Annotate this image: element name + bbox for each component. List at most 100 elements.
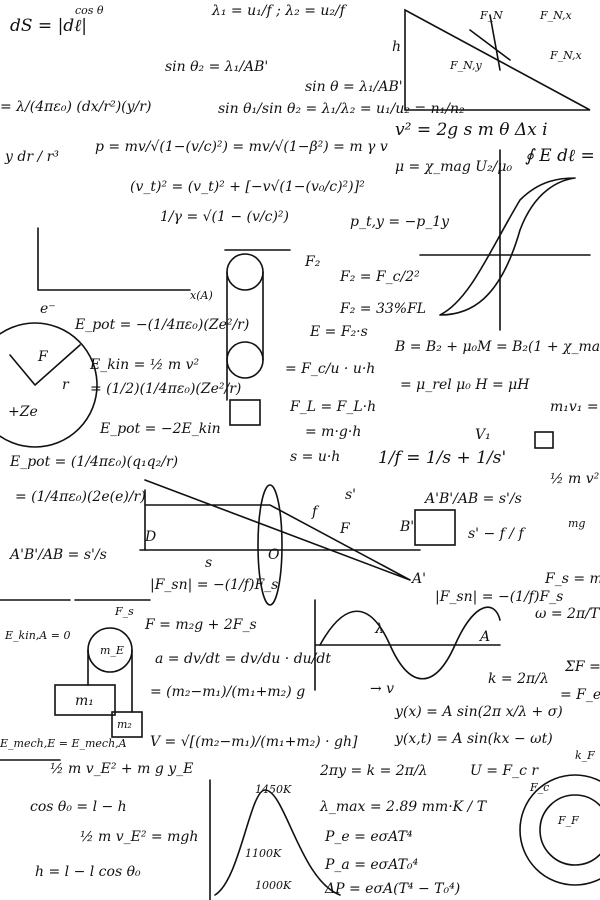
formula: s = u·h (290, 449, 341, 465)
formula: F₂ (305, 254, 321, 270)
formula: |F_sn| = −(1/f)F_s (435, 589, 564, 605)
formula: k = 2π/λ (488, 671, 549, 687)
formula: +Ze (8, 404, 38, 420)
formula: dS = |dℓ| (10, 16, 87, 36)
formula: = (1/4πε₀)(2e(e)/r) (15, 489, 146, 505)
formula: = (1/2)(1/4πε₀)(Ze²/r) (90, 381, 242, 397)
formula: V₁ (475, 427, 491, 443)
formula: s' − f / f (468, 526, 524, 542)
formula: |F_sn| = −(1/f)F_s (150, 577, 279, 593)
formula: E_mech,E = E_mech,A (0, 737, 127, 750)
formula: e⁻ (40, 301, 56, 317)
blackbody-curve (214, 789, 341, 896)
formula: F_N,x (550, 49, 582, 62)
formula: f (312, 504, 318, 520)
formula: x(A) (190, 289, 213, 302)
mass-m1 (54, 684, 116, 716)
formula: k_F (575, 749, 595, 762)
formula: ΔP = eσA(T⁴ − T₀⁴) (325, 881, 461, 897)
formula: = F_c/u · u·h (285, 361, 376, 377)
formula: ∮ E dℓ = ... (525, 146, 600, 166)
formula: U = F_c r (470, 763, 539, 779)
pulley-bottom (226, 341, 264, 379)
pulley-top (226, 253, 264, 291)
formula: E_pot = −2E_kin (100, 421, 221, 437)
formula: F_F (558, 814, 579, 827)
formula: O (268, 547, 280, 563)
formula: A'B'/AB = s'/s (10, 547, 107, 563)
formula: F_N,y (450, 59, 482, 72)
formula: → v (370, 681, 395, 697)
formula: E_pot = (1/4πε₀)(q₁q₂/r) (10, 454, 179, 470)
formula: F_N (480, 9, 503, 22)
formula: A' (412, 571, 426, 587)
formula: p = mv/√(1−(v/c)²) = mv/√(1−β²) = m γ v (95, 139, 388, 155)
formula: 1100K (245, 847, 282, 860)
block-m1 (414, 509, 456, 546)
formula: sin θ₁/sin θ₂ = λ₁/λ₂ = u₁/u₂ = n₁/n₂ (218, 101, 465, 117)
formula: F_L = F_L·h (290, 399, 377, 415)
formula: E = F₂·s (310, 324, 368, 340)
lens (257, 484, 283, 606)
formula: F_s = m·a (545, 571, 600, 587)
formula: m_E (100, 644, 124, 657)
formula: h (392, 39, 402, 55)
formula: ω = 2π/T (535, 606, 600, 622)
formula: = F_ext (560, 687, 600, 703)
formula: mg (568, 517, 586, 530)
formula: 1/f = 1/s + 1/s' (378, 448, 507, 468)
formula: F_s (115, 605, 134, 618)
formula: m₂ (117, 718, 132, 731)
block-m2 (534, 431, 554, 449)
formula: μ = χ_mag U₂/μ₀ (395, 159, 513, 175)
formula: F = m₂g + 2F_s (145, 617, 257, 633)
formula: m₁ (75, 693, 94, 709)
formula: y dr / r³ (5, 149, 59, 165)
circular-motion (519, 774, 600, 886)
formula: cos θ₀ = l − h (30, 799, 127, 815)
formula: ½ m v_E² + m g y_E (50, 761, 194, 777)
formula: λ_max = 2.89 mm·K / T (320, 799, 487, 815)
formula: F (38, 349, 48, 365)
formula: E_kin,A = 0 (5, 629, 71, 642)
formula: = λ/(4πε₀) (dx/r²)(y/r) (0, 99, 152, 115)
formula: F_c (530, 781, 550, 794)
formula: F₂ = 33%FL (340, 301, 427, 317)
formula: A'B'/AB = s'/s (425, 491, 522, 507)
formula: a = dv/dt = dv/du · du/dt (155, 651, 331, 667)
formula: 1000K (255, 879, 292, 892)
formula: = m·g·h (305, 424, 362, 440)
hysteresis-loop (439, 177, 576, 316)
formula: λ₁ = u₁/f ; λ₂ = u₂/f (212, 3, 345, 19)
hysteresis-axes (419, 149, 591, 331)
formula: m₁v₁ = m₁V₁ (550, 399, 600, 415)
formula: ½ m v_E² = mgh (80, 829, 199, 845)
formula: E_pot = −(1/4πε₀)(Ze²/r) (75, 317, 250, 333)
formula: F₂ = F_c/2² (340, 269, 420, 285)
formula: = (m₂−m₁)/(m₁+m₂) g (150, 684, 306, 700)
formula: r (62, 377, 69, 393)
formula: sin θ₂ = λ₁/AB' (165, 59, 269, 75)
formula: B = B₂ + μ₀M = B₂(1 + χ_mag) (395, 339, 600, 355)
formula: 2πy = k = 2π/λ (320, 763, 428, 779)
formula: F_N,x (540, 9, 572, 22)
formula: s' (345, 487, 357, 503)
formula: P_e = eσAT⁴ (325, 829, 413, 845)
formula: E_kin = ½ m v² (90, 357, 200, 373)
formula: P_a = eσAT₀⁴ (325, 857, 419, 873)
formula: B' (400, 519, 415, 535)
formula: h = l − l cos θ₀ (35, 864, 141, 880)
formula: = μ_rel μ₀ H = μH (400, 377, 530, 393)
formula: v² = 2g s m θ Δx i (395, 120, 548, 140)
formula: 1450K (255, 783, 292, 796)
axes-xy (37, 227, 191, 291)
formula: D (145, 529, 157, 545)
formula: V = √[(m₂−m₁)/(m₁+m₂) · gh] (150, 734, 358, 750)
formula: y(x) = A sin(2π x/λ + σ) (395, 704, 563, 720)
formula: 1/γ = √(1 − (v/c)²) (160, 209, 290, 225)
formula: (v_t)² = (v_t)² + [−v√(1−(v₀/c)²)]² (130, 179, 365, 195)
formula: p_t,y = −p_1y (350, 214, 450, 230)
mass-box (229, 399, 261, 426)
